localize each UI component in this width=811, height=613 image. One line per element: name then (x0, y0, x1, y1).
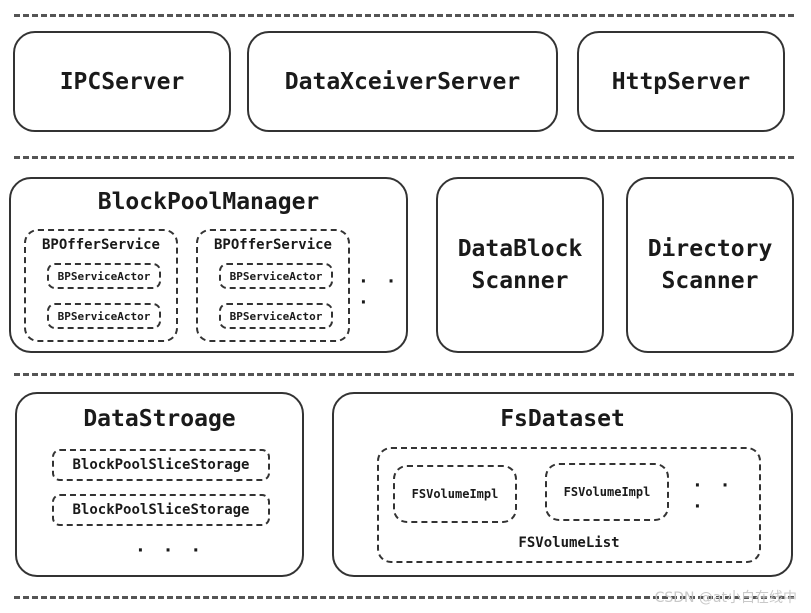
fs-volume-impl: FSVolumeImpl (393, 465, 517, 523)
block-pool-slice-storage: BlockPoolSliceStorage (52, 494, 270, 526)
layer-separator-1 (14, 156, 794, 159)
storage-ellipsis: · · · (135, 540, 205, 561)
fs-volume-list-label: FSVolumeList (518, 535, 620, 551)
http-server-box: HttpServer (577, 31, 785, 132)
layer-separator-bottom (14, 596, 794, 599)
data-block-scanner-box: DataBlock Scanner (436, 177, 604, 353)
fs-dataset-title: FsDataset (500, 406, 625, 432)
layer-separator-top (14, 14, 794, 17)
bp-offer-service-title: BPOfferService (41, 237, 160, 253)
data-block-scanner-line2: Scanner (471, 268, 569, 294)
directory-scanner-line2: Scanner (661, 268, 759, 294)
directory-scanner-line1: Directory (647, 236, 773, 262)
bp-service-actor: BPServiceActor (47, 263, 161, 289)
watermark: CSDN @at小白在线中 (654, 590, 797, 606)
ipc-server-box: IPCServer (13, 31, 231, 132)
bp-service-actor: BPServiceActor (219, 263, 333, 289)
fs-dataset-box: FsDataset FSVolumeImpl FSVolumeImpl · · … (332, 392, 793, 577)
fs-volume-impl: FSVolumeImpl (545, 463, 669, 521)
block-pool-slice-storage-label: BlockPoolSliceStorage (72, 457, 250, 473)
data-block-scanner-line1: DataBlock (457, 236, 583, 262)
volume-ellipsis: · · · (692, 475, 734, 517)
bp-service-actor-label: BPServiceActor (57, 309, 151, 323)
block-pool-manager-title: BlockPoolManager (97, 189, 320, 215)
data-xceiver-server-box: DataXceiverServer (247, 31, 558, 132)
data-storage-title: DataStroage (83, 406, 236, 432)
offer-service-ellipsis: · · · (358, 271, 400, 313)
bp-service-actor-label: BPServiceActor (229, 269, 323, 283)
ipc-server-label: IPCServer (59, 68, 185, 95)
block-pool-slice-storage: BlockPoolSliceStorage (52, 449, 270, 481)
fs-volume-list: FSVolumeImpl FSVolumeImpl · · · FSVolume… (377, 447, 761, 563)
bp-offer-service-2: BPOfferService BPServiceActor BPServiceA… (196, 229, 350, 342)
http-server-label: HttpServer (611, 68, 751, 95)
fs-volume-impl-label: FSVolumeImpl (411, 487, 499, 501)
block-pool-slice-storage-label: BlockPoolSliceStorage (72, 502, 250, 518)
bp-service-actor: BPServiceActor (47, 303, 161, 329)
directory-scanner-box: Directory Scanner (626, 177, 794, 353)
block-pool-manager-box: BlockPoolManager BPOfferService BPServic… (9, 177, 408, 353)
data-xceiver-server-label: DataXceiverServer (284, 68, 521, 95)
data-storage-box: DataStroage BlockPoolSliceStorage BlockP… (15, 392, 304, 577)
bp-offer-service-1: BPOfferService BPServiceActor BPServiceA… (24, 229, 178, 342)
layer-separator-2 (14, 373, 794, 376)
fs-volume-impl-label: FSVolumeImpl (563, 485, 651, 499)
bp-offer-service-title: BPOfferService (213, 237, 332, 253)
bp-service-actor-label: BPServiceActor (57, 269, 151, 283)
bp-service-actor: BPServiceActor (219, 303, 333, 329)
bp-service-actor-label: BPServiceActor (229, 309, 323, 323)
